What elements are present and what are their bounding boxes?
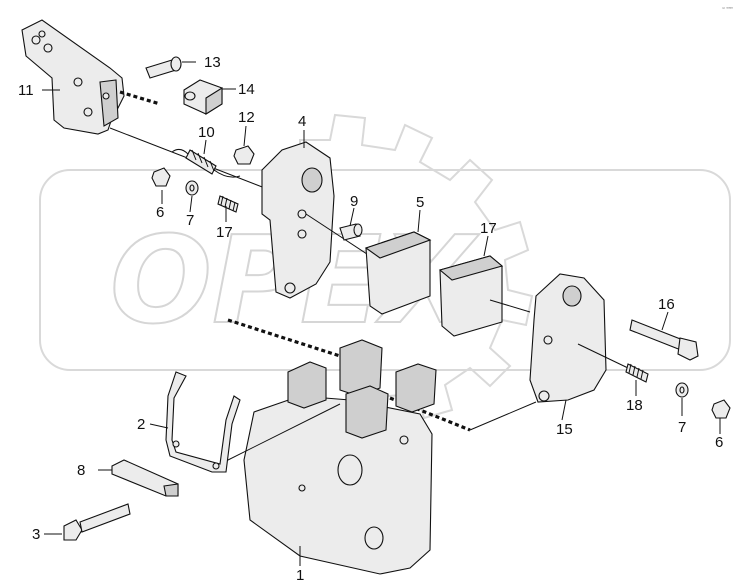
callout-16: 17 [480,220,497,237]
callout-18: 8 [77,462,85,479]
part-5-pad [364,231,432,315]
part-9-spring [171,148,241,178]
callout-12: 13 [204,54,221,71]
part-15-bolt [629,319,699,361]
leader-lines [42,61,721,566]
callout-10: 11 [18,82,34,99]
part-1-base [223,339,437,575]
callout-2: 2 [137,416,145,433]
callout-3: 3 [32,526,40,543]
callout-labels: 11 13 14 10 12 4 6 7 17 9 5 17 16 18 7 6… [18,54,723,584]
callout-17-right: 18 [626,397,643,414]
dashed-guide-2 [227,318,341,358]
callout-14: 15 [556,421,573,438]
part-11-nut [233,145,255,165]
callout-9: 10 [198,124,215,141]
part-16-pad [438,255,531,337]
watermark-frame [39,169,731,371]
part-17-spring-left [217,195,239,213]
callout-1: 1 [296,567,304,584]
callout-7-left: 7 [186,212,194,229]
corner-code: ᶜᵖ ⁰⁰⁰⁰ [722,6,733,11]
part-6-nut-right [711,399,731,419]
part-12-pin [145,56,182,79]
part-18-plate [111,459,179,497]
part-7-washer-left [185,180,199,196]
callout-6-left: 6 [156,204,164,221]
part-10-bracket [21,19,125,135]
part-3-bolt [63,503,131,541]
part-7-washer-right [675,382,689,398]
callout-5: 5 [416,194,424,211]
callout-11: 12 [238,109,255,126]
callout-4: 4 [298,113,306,130]
guide-line-14 [469,401,537,431]
part-6-nut-left [151,167,171,187]
callout-8: 9 [350,193,358,210]
callout-13: 14 [238,81,255,98]
watermark-gear [299,113,534,420]
part-4-caliper-body [261,141,371,299]
part-14-caliper-right [529,273,629,403]
dashed-guide-1 [119,90,161,106]
callout-7-right: 7 [678,419,686,436]
callout-15: 16 [658,296,675,313]
part-13-block [183,79,223,115]
callout-6-right: 6 [715,434,723,451]
part-8-pin [339,223,363,241]
callout-17-left: 17 [216,224,233,241]
part-17-spring-right [625,363,649,383]
part-2-clip [165,371,241,473]
